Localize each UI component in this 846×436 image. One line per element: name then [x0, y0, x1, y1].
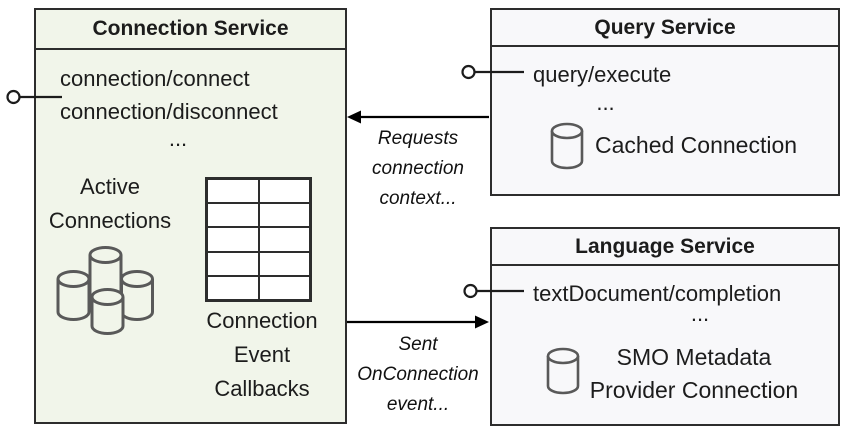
arrow-sent-onconnection	[347, 315, 489, 329]
connection-service-title: Connection Service	[36, 10, 345, 50]
query-service-title: Query Service	[492, 10, 838, 47]
grid-cell	[208, 204, 258, 227]
language-service-title: Language Service	[492, 229, 838, 266]
arrow-label-requests-context: Requests connection context...	[372, 128, 464, 209]
grid-cell	[208, 252, 258, 275]
query-service-box: Query Service query/execute ... Cached C…	[490, 8, 840, 196]
grid-cell	[208, 276, 258, 299]
cached-connection-label: Cached Connection	[595, 132, 798, 158]
method-textdocument-completion: textDocument/completion	[533, 281, 782, 306]
connection-callbacks-label: Connection Event Callbacks	[206, 308, 318, 401]
method-query-execute: query/execute	[533, 62, 672, 87]
grid-cell	[208, 180, 258, 203]
grid-cell	[259, 252, 309, 275]
grid-cell	[259, 228, 309, 251]
connection-service-box: Connection Service connection/connect co…	[34, 8, 347, 424]
method-connection-connect: connection/connect	[60, 66, 250, 91]
database-icon	[546, 347, 580, 395]
grid-cell	[208, 228, 258, 251]
query-methods-ellipsis: ...	[596, 90, 615, 115]
grid-cell	[259, 276, 309, 299]
method-connection-disconnect: connection/disconnect	[60, 99, 278, 124]
language-methods-ellipsis: ...	[690, 301, 710, 326]
arrow-requests-context	[347, 110, 489, 124]
grid-cell	[259, 180, 309, 203]
smo-metadata-label: SMO Metadata Provider Connection	[589, 344, 799, 403]
grid-cell	[259, 204, 309, 227]
connection-callbacks-table	[205, 177, 312, 302]
database-icon	[550, 122, 584, 170]
connection-methods-ellipsis: ...	[168, 126, 188, 151]
language-service-box: Language Service textDocument/completion…	[490, 227, 840, 426]
active-connections-label: Active Connections	[48, 174, 172, 233]
arrow-label-sent-event: Sent OnConnection event...	[357, 334, 479, 415]
database-cluster-icon	[56, 246, 154, 335]
